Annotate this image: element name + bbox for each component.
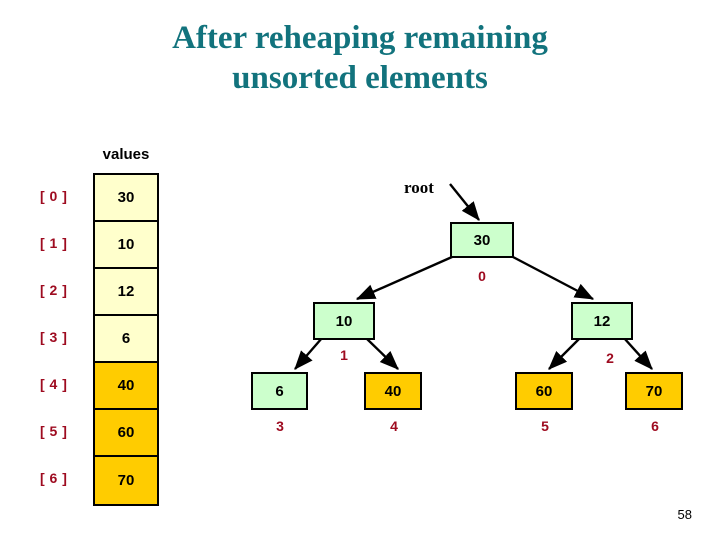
array-index-label-1: [ 1 ] [40,235,68,251]
tree-node-4: 40 [364,372,422,410]
edge-1-to-3 [294,337,323,370]
tree-node-index-6: 6 [651,418,659,434]
tree-node-6: 70 [625,372,683,410]
array-index-label-5: [ 5 ] [40,423,68,439]
tree-node-5: 60 [515,372,573,410]
tree-node-index-2: 2 [606,350,614,366]
array-header-label: values [102,146,150,163]
page-number: 58 [677,507,692,522]
array-cell-4: 40 [95,363,157,410]
tree-node-index-1: 1 [340,347,348,363]
tree-node-index-3: 3 [276,418,284,434]
tree-node-index-4: 4 [390,418,398,434]
array-index-label-6: [ 6 ] [40,470,68,486]
array-index-label-0: [ 0 ] [40,188,68,204]
edge-0-to-1 [355,255,453,301]
array-cell-5: 60 [95,410,157,457]
slide-title-line-1: After reheaping remaining [172,20,548,56]
slide-title: After reheaping remaining unsorted eleme… [60,18,660,98]
edge-0-to-2 [512,255,595,301]
array-cell-0: 30 [95,175,157,222]
edge-2-to-6 [623,337,653,370]
slide-title-line-2: unsorted elements [232,60,488,96]
root-label: root [404,178,434,197]
array-index-label-4: [ 4 ] [40,376,68,392]
tree-node-3: 6 [251,372,308,410]
tree-node-0: 30 [450,222,514,258]
root-pointer-arrow [449,183,480,221]
array-index-label-2: [ 2 ] [40,282,68,298]
tree-node-index-5: 5 [541,418,549,434]
array-index-label-3: [ 3 ] [40,329,68,345]
edge-2-to-5 [548,337,581,370]
array-cell-2: 12 [95,269,157,316]
values-array: 30 10 12 6 40 60 70 [93,173,159,506]
array-cell-6: 70 [95,457,157,504]
edge-1-to-4 [365,337,399,370]
tree-node-2: 12 [571,302,633,340]
tree-node-1: 10 [313,302,375,340]
tree-node-index-0: 0 [478,268,486,284]
array-cell-1: 10 [95,222,157,269]
array-cell-3: 6 [95,316,157,363]
